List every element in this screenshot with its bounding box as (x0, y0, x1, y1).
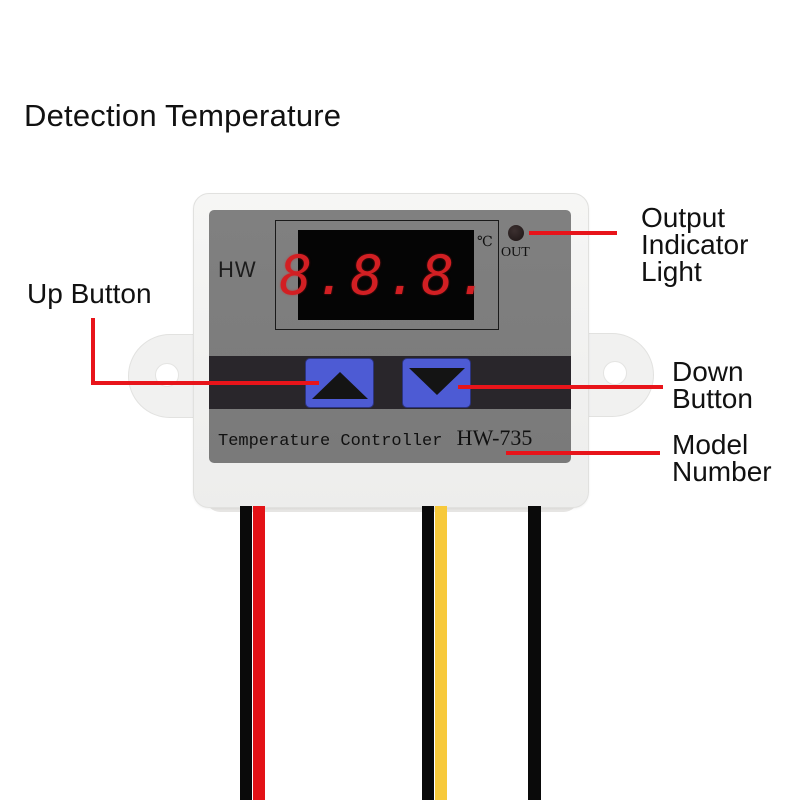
triangle-up-icon (311, 371, 368, 399)
wire-black-3 (528, 506, 541, 800)
mounting-hole-right (603, 361, 627, 385)
display-digits: 8.8.8. (279, 243, 493, 307)
leader-line-up-vertical (91, 318, 95, 385)
callout-down-button: Down Button (672, 356, 753, 414)
leader-line-model (506, 451, 660, 455)
wire-red (253, 506, 265, 800)
output-indicator-label: OUT (501, 245, 530, 260)
leader-line-output (529, 231, 617, 235)
display-frame (275, 220, 499, 330)
output-indicator-light-icon (508, 225, 524, 241)
brand-label: HW (218, 257, 257, 282)
callout-model-number: Model Number (672, 429, 772, 487)
down-button[interactable] (402, 358, 471, 408)
callout-output-indicator: Output Indicator Light (641, 202, 749, 287)
leader-line-up-horizontal (91, 381, 319, 385)
leader-line-down (458, 385, 663, 389)
wire-yellow (435, 506, 447, 800)
model-text: Temperature Controller (218, 432, 443, 451)
wire-black-1 (240, 506, 252, 800)
callout-up-button: Up Button (27, 278, 152, 309)
page-title: Detection Temperature (24, 98, 342, 133)
wire-black-2 (422, 506, 434, 800)
model-label: Temperature Controller HW-735 (218, 425, 532, 451)
led-display: 8.8.8. (279, 230, 493, 320)
celsius-unit-label: ℃ (477, 235, 493, 250)
triangle-down-icon (408, 367, 465, 395)
model-number: HW-735 (456, 425, 533, 450)
